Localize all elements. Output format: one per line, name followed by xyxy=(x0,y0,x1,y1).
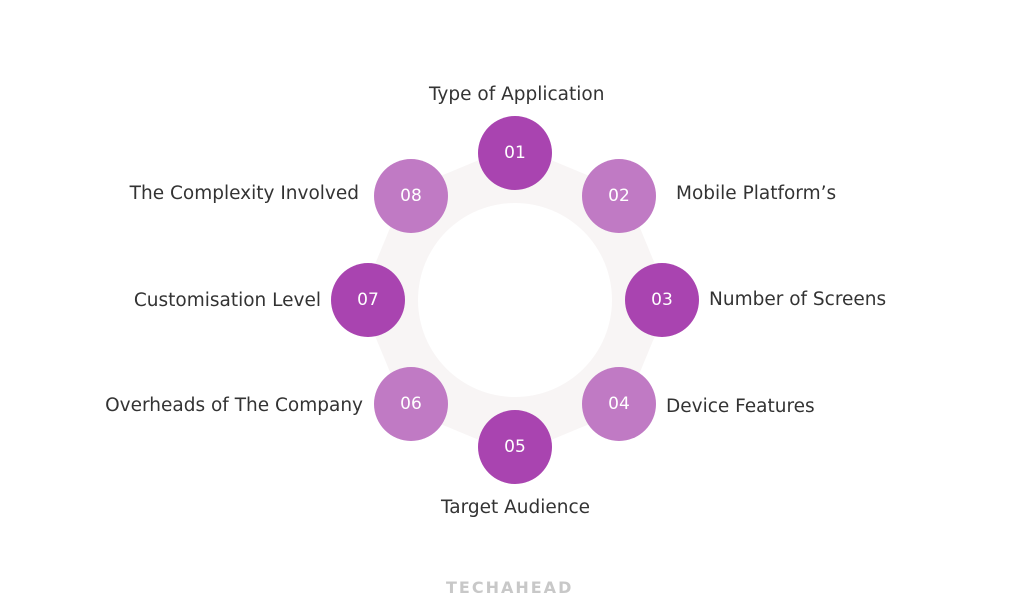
label-04: Device Features xyxy=(666,396,815,417)
node-07: 07 xyxy=(331,263,405,337)
label-03: Number of Screens xyxy=(709,289,887,310)
label-05: Target Audience xyxy=(441,497,591,518)
label-02: Mobile Platform’s xyxy=(676,183,837,204)
node-08: 08 xyxy=(374,159,448,233)
node-01: 01 xyxy=(478,116,552,190)
node-03: 03 xyxy=(625,263,699,337)
node-06: 06 xyxy=(374,367,448,441)
gear-hole xyxy=(418,203,612,397)
label-01: Type of Application xyxy=(429,84,605,105)
node-05: 05 xyxy=(478,410,552,484)
label-06: Overheads of The Company xyxy=(105,395,363,416)
label-08: The Complexity Involved xyxy=(129,183,359,204)
label-07: Customisation Level xyxy=(133,290,321,311)
node-02: 02 xyxy=(582,159,656,233)
techahead-logo: TECHAHEAD xyxy=(446,578,574,597)
node-04: 04 xyxy=(582,367,656,441)
